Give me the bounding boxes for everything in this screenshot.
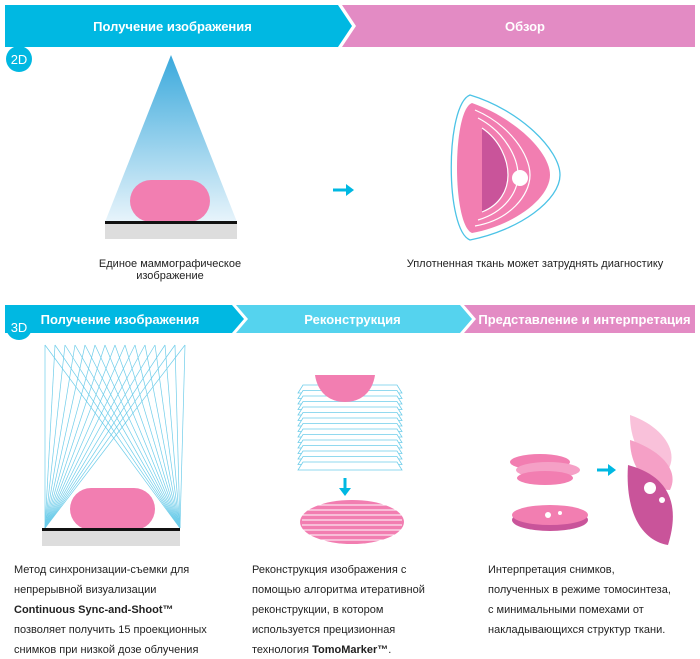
beam-line (54, 344, 181, 529)
description-presentation: Интерпретация снимков, полученных в режи… (488, 564, 671, 636)
caption-2d-review: Уплотненная ткань может затруднять диагн… (406, 258, 664, 270)
beam-line (124, 344, 181, 529)
slice-plane (297, 461, 403, 471)
banner-2d-acquisition-bg (5, 5, 352, 47)
banner-2d-review: Обзор (505, 18, 545, 34)
beam-line (164, 344, 181, 529)
beam-line (44, 344, 56, 529)
detector-line (105, 221, 237, 224)
detector-plate (105, 224, 237, 239)
striped-volume (300, 500, 404, 544)
breast-compressed-3d (70, 488, 155, 530)
beam-line (44, 344, 176, 529)
slice-stack (510, 454, 588, 531)
beam-line (64, 344, 181, 529)
description-acquisition: Метод синхронизации-съемки для непрерывн… (14, 564, 207, 656)
banner-3d-presentation-bg (464, 305, 695, 333)
banner-3d-acquisition-bg (5, 305, 244, 333)
beam-line (144, 344, 181, 529)
beam-line (44, 344, 86, 529)
banner-2d-acquisition: Получение изображения (93, 18, 252, 34)
beam-line (134, 344, 181, 529)
detector-plate-3d (42, 531, 180, 546)
beam-line (44, 344, 166, 529)
beam-line (44, 344, 96, 529)
description-reconstruction: Реконструкция изображения с помощью алго… (252, 564, 425, 656)
beam-line (44, 344, 76, 529)
beam-line (94, 344, 181, 529)
badge-3d: 3D (6, 314, 32, 340)
beam-line (154, 344, 181, 529)
xray-beam (105, 55, 237, 222)
caption-2d-acquisition: Единое маммографическое изображение (98, 258, 242, 282)
breast-compressed (130, 180, 210, 222)
beam-line (44, 344, 66, 529)
banner-3d-reconstruction-bg (236, 305, 472, 333)
beam-line (44, 344, 156, 529)
beam-line (44, 344, 136, 529)
reconstructed-dome (315, 375, 375, 402)
beam-line (44, 344, 116, 529)
tomo-beam-fan (44, 344, 186, 529)
beam-line (104, 344, 181, 529)
beam-line (44, 344, 146, 529)
beam-line (44, 344, 181, 529)
badge-2d: 2D (6, 46, 32, 72)
beam-line (44, 344, 126, 529)
banner-2d-review-bg (342, 5, 695, 47)
arrow-right-icon (597, 464, 616, 476)
banner-3d-acquisition: Получение изображения (40, 311, 200, 327)
beam-line (74, 344, 181, 529)
beam-line (179, 344, 186, 529)
detector-line-3d (42, 528, 180, 531)
volume-body (300, 500, 404, 544)
banner-3d-reconstruction: Реконструкция (304, 311, 401, 327)
beam-line (114, 344, 181, 529)
beam-line (44, 344, 106, 529)
arrow-right-icon (333, 184, 354, 196)
beam-line (84, 344, 181, 529)
beam-line (174, 344, 181, 529)
banner-3d-presentation: Представление и интерпретация (478, 311, 691, 327)
beam-line (44, 344, 186, 529)
breast-overview (450, 94, 561, 241)
arrow-down-icon (339, 478, 351, 496)
slice-views (627, 415, 673, 545)
